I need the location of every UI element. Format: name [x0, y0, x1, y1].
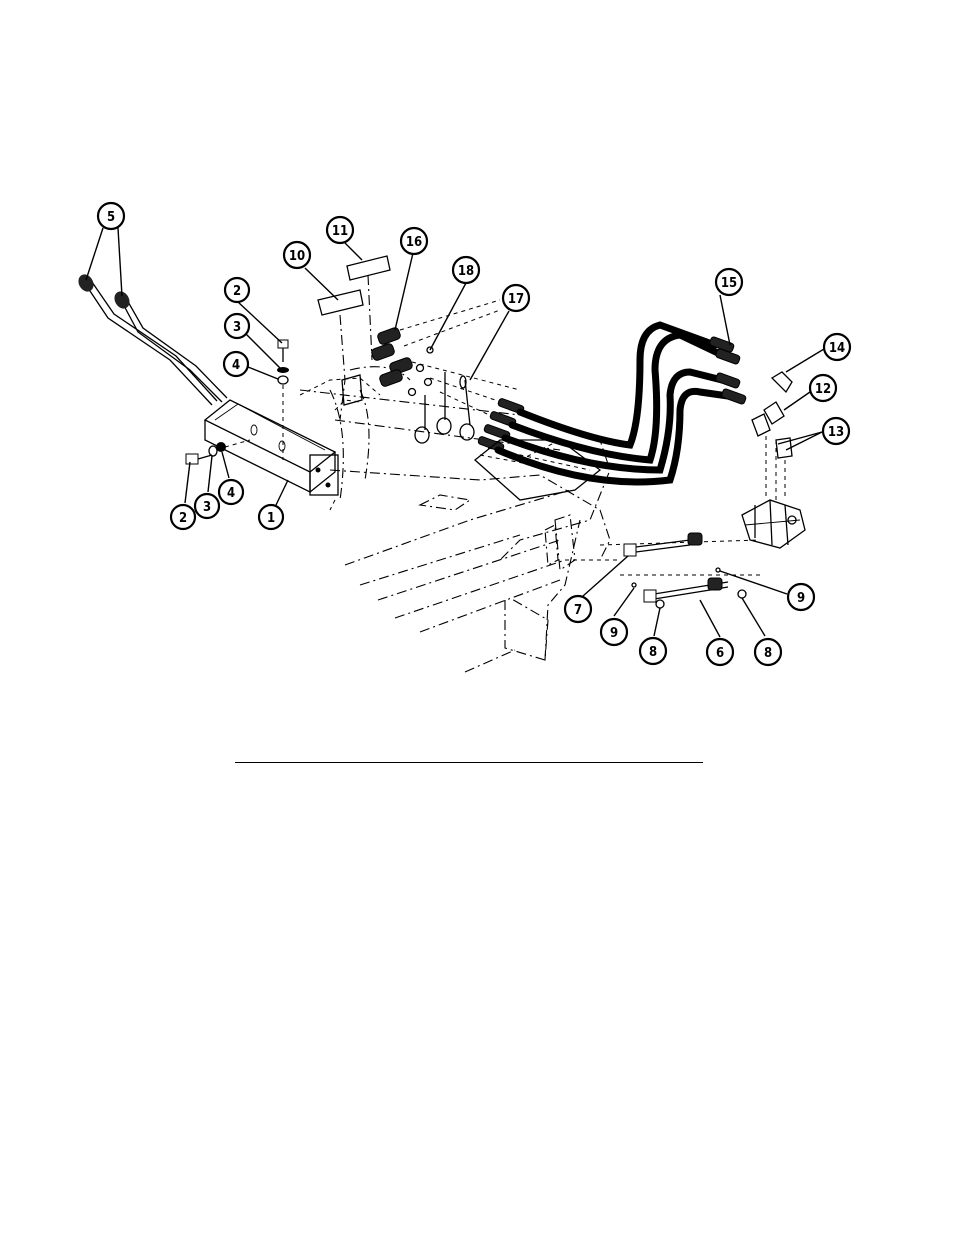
callout-4-bottom: 4 [219, 480, 243, 504]
svg-text:16: 16 [406, 235, 422, 250]
callout-2-top: 2 [225, 278, 249, 302]
svg-text:6: 6 [716, 646, 724, 661]
callout-9-left: 9 [601, 619, 627, 645]
linkage-rods [624, 533, 746, 608]
frame-outline [300, 378, 760, 672]
elbow-fittings [752, 372, 792, 500]
svg-text:5: 5 [107, 210, 115, 225]
callout-8-left: 8 [640, 638, 666, 664]
callout-3-bottom: 3 [195, 494, 219, 518]
callout-12: 12 [810, 375, 836, 401]
callout-17: 17 [503, 285, 529, 311]
callout-5: 5 [98, 203, 124, 229]
callout-1: 1 [259, 505, 283, 529]
svg-text:3: 3 [203, 500, 211, 515]
svg-text:8: 8 [764, 646, 772, 661]
svg-text:2: 2 [233, 284, 241, 299]
svg-text:10: 10 [289, 249, 305, 264]
svg-text:13: 13 [828, 425, 844, 440]
callout-6: 6 [707, 639, 733, 665]
divider-line [235, 762, 703, 763]
callout-11: 11 [327, 217, 353, 243]
callout-9-right: 9 [788, 584, 814, 610]
callout-14: 14 [824, 334, 850, 360]
svg-text:8: 8 [649, 645, 657, 660]
callout-7: 7 [565, 596, 591, 622]
bolt-bottom [186, 440, 250, 464]
callout-15: 15 [716, 269, 742, 295]
leader-lines [86, 228, 824, 637]
bolt-top [277, 340, 289, 460]
svg-text:3: 3 [233, 320, 241, 335]
svg-text:11: 11 [332, 224, 348, 239]
callout-16: 16 [401, 228, 427, 254]
callout-13: 13 [823, 418, 849, 444]
callout-8-right: 8 [755, 639, 781, 665]
control-valve [742, 500, 805, 548]
svg-text:7: 7 [574, 603, 582, 618]
control-levers [75, 272, 227, 405]
svg-text:9: 9 [797, 591, 805, 606]
svg-text:17: 17 [508, 292, 524, 307]
svg-text:2: 2 [179, 511, 187, 526]
svg-text:4: 4 [227, 486, 235, 501]
svg-text:1: 1 [267, 511, 275, 526]
svg-text:18: 18 [458, 264, 474, 279]
svg-text:15: 15 [721, 276, 737, 291]
callout-3-top: 3 [225, 314, 249, 338]
svg-text:12: 12 [815, 382, 831, 397]
callout-10: 10 [284, 242, 310, 268]
svg-text:9: 9 [610, 626, 618, 641]
callout-18: 18 [453, 257, 479, 283]
callout-4-top: 4 [224, 352, 248, 376]
callout-2-bottom: 2 [171, 505, 195, 529]
svg-text:4: 4 [232, 358, 240, 373]
svg-text:14: 14 [829, 341, 845, 356]
